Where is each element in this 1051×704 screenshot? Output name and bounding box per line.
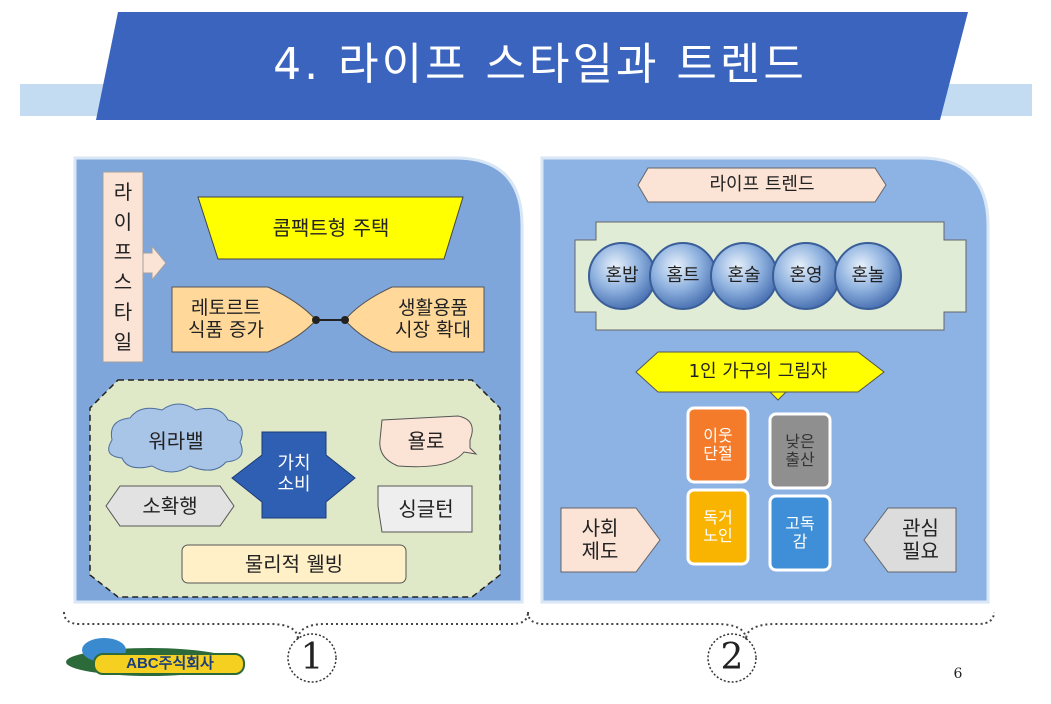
compact-housing-shape (197, 196, 464, 260)
cube-icon (686, 406, 750, 484)
sohwakhaeng-shape (105, 485, 235, 527)
value-consumption-label: 가치 소비 (277, 453, 311, 495)
lifestyle-vertical-label: 라 이 프 스 타 일 (113, 180, 133, 354)
marker-2: 2 (720, 637, 744, 679)
marker-1: 1 (300, 637, 324, 679)
connector-dot (341, 316, 349, 324)
circle-label: 혼영 (789, 264, 823, 286)
shadow-arrow (635, 351, 885, 393)
singleton-shape (377, 485, 473, 533)
social-system-arrow (560, 507, 661, 573)
logo-icon (66, 638, 245, 676)
life-trend-label: 라이프 트렌드 (709, 173, 815, 195)
workabal-label: 워라밸 (148, 428, 204, 453)
shadow-label: 1인 가구의 그림자 (688, 360, 828, 382)
attention-arrow (863, 507, 957, 573)
yolo-label: 욜로 (407, 428, 445, 453)
circle-label: 홈트 (666, 264, 700, 286)
neighbor-cube-label: 이웃 단절 (703, 425, 733, 463)
life-trend-shape (637, 167, 887, 203)
logo-text: ABC주식회사 (126, 655, 214, 673)
attention-label: 관심 필요 (902, 516, 939, 563)
marker-circle-2 (707, 633, 757, 683)
circle-label: 혼밥 (605, 264, 639, 286)
low-birth-cube-label: 낮은 출산 (785, 431, 815, 469)
retort-label: 레토르트 식품 증가 (188, 296, 264, 341)
arrow-icon (142, 244, 167, 282)
page-number: 6 (953, 665, 963, 682)
cube-icon (686, 488, 750, 566)
trend-circle (834, 242, 902, 310)
wellbeing-label: 물리적 웰빙 (244, 551, 344, 576)
social-system-label: 사회 제도 (581, 516, 619, 563)
loneliness-cube-label: 고독 감 (785, 513, 815, 551)
brace-left (63, 611, 529, 641)
sohwakhaeng-label: 소확행 (142, 493, 198, 518)
connector-dot (312, 316, 320, 324)
page-title: 4. 라이프 스타일과 트렌드 (273, 38, 807, 90)
brace-right (527, 611, 995, 641)
title-banner (96, 12, 968, 120)
cube-icon (768, 494, 832, 572)
marker-circle-1 (287, 633, 337, 683)
lifestyle-label-box (102, 171, 144, 363)
arrow-icon (768, 391, 788, 401)
cloud-icon (108, 403, 243, 473)
compact-housing-label: 콤팩트형 주택 (272, 215, 390, 240)
singleton-label: 싱글턴 (398, 496, 454, 521)
yolo-bubble (379, 415, 478, 468)
wellbeing-shape (181, 544, 407, 584)
living-goods-label: 생활용품 시장 확대 (395, 296, 471, 341)
circle-label: 혼술 (727, 264, 761, 286)
diamond-icon (231, 431, 356, 519)
circle-label: 혼놀 (851, 264, 885, 286)
cube-icon (768, 412, 832, 490)
elderly-cube-label: 독거 노인 (703, 507, 733, 545)
